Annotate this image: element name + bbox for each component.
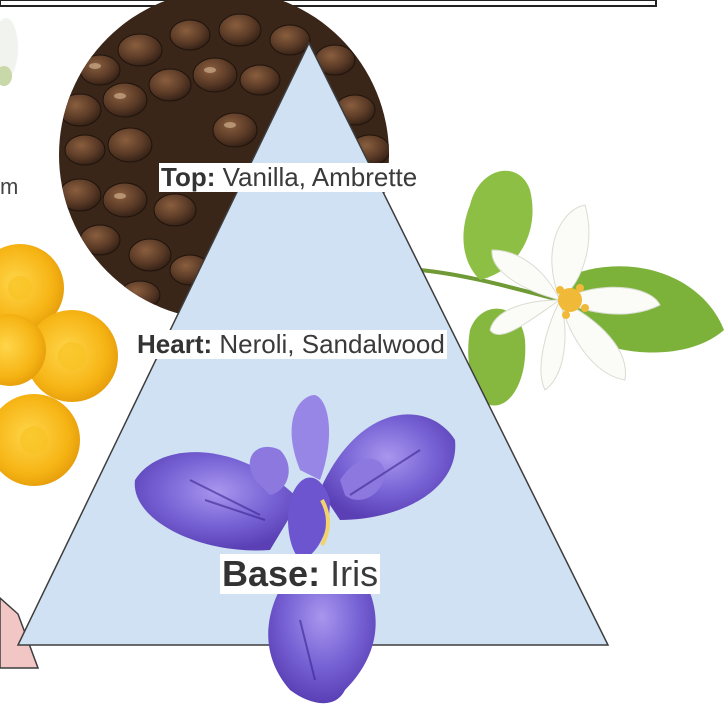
top-notes-label: Top: Vanilla, Ambrette xyxy=(159,163,419,192)
base-notes-value: Iris xyxy=(330,553,378,594)
left-cut-text: m xyxy=(0,174,18,200)
top-notes-heading: Top: xyxy=(161,162,215,192)
top-frame-bar xyxy=(0,0,656,6)
top-notes-value: Vanilla, Ambrette xyxy=(223,162,418,192)
white-flower-fragment xyxy=(0,18,18,86)
heart-notes-heading: Heart: xyxy=(137,329,212,359)
heart-notes-value: Neroli, Sandalwood xyxy=(219,329,444,359)
marigold-photo xyxy=(0,244,118,486)
base-notes-label: Base: Iris xyxy=(220,554,380,594)
heart-notes-label: Heart: Neroli, Sandalwood xyxy=(135,330,447,359)
base-notes-heading: Base: xyxy=(222,553,320,594)
